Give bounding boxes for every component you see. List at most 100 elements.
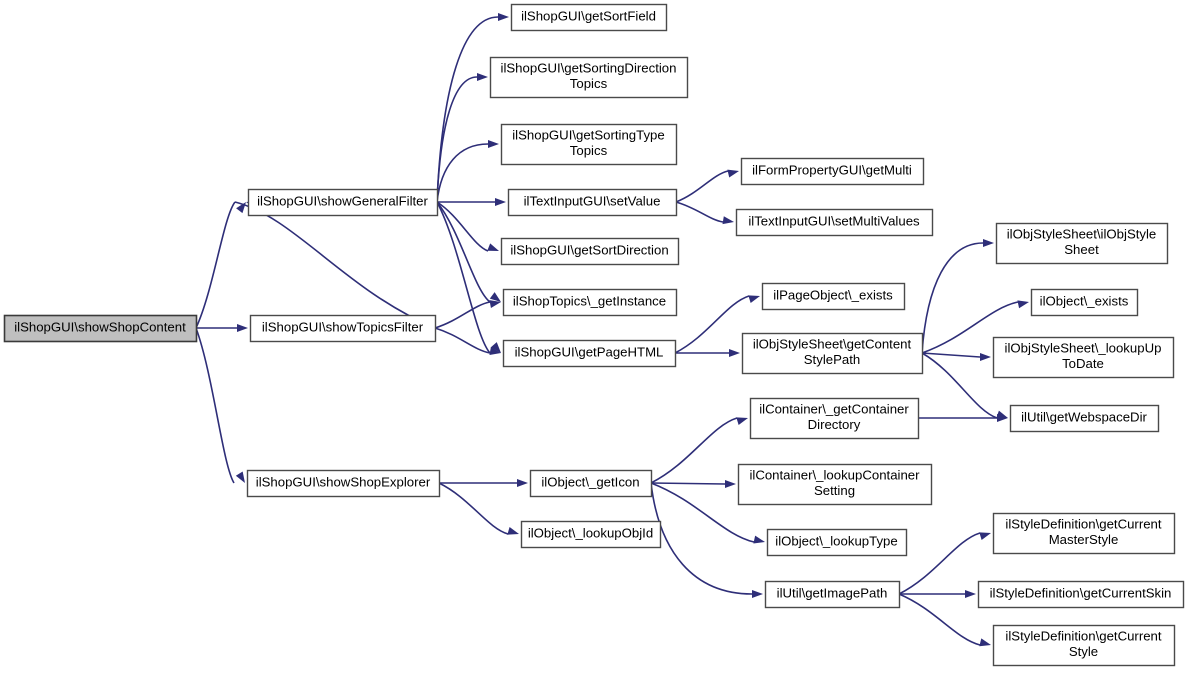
node-box-getCurrentMasterStyle[interactable] xyxy=(992,512,1176,555)
call-edge-getImagePath-to-getCurrentStyle xyxy=(898,593,981,646)
call-edge-showTopicsFilter-to-getPageHTML xyxy=(434,327,491,354)
node-showShopExplorer[interactable]: ilShopGUI\showShopExplorer xyxy=(246,469,441,498)
call-edge-getContentStylePath-to-ilObjStyleSheetCtor xyxy=(921,242,984,354)
node-box-objectExists[interactable] xyxy=(1030,288,1139,317)
node-label-getCurrentMasterStyle: MasterStyle xyxy=(1049,532,1119,547)
node-box-showShopExplorer[interactable] xyxy=(246,469,441,498)
call-edge-getIcon-to-getImagePath xyxy=(650,482,753,595)
node-box-lookupUpToDate[interactable] xyxy=(992,336,1175,379)
node-box-getIcon[interactable] xyxy=(529,469,653,498)
node-getPageHTML[interactable]: ilShopGUI\getPageHTML xyxy=(502,339,677,368)
arrowhead-showGeneralFilter-to-getSortDirection xyxy=(487,243,499,251)
node-label-ilObjStyleSheetCtor: ilObjStyleSheet\ilObjStyle xyxy=(1007,227,1157,242)
call-edge-showShopExplorer-to-lookupObjId xyxy=(438,482,509,535)
call-edge-showTopicsFilter-to-getInstance xyxy=(434,301,491,329)
call-edge-getContentStylePath-to-getWebspaceDir xyxy=(921,352,998,419)
node-getInstance[interactable]: ilShopTopics\_getInstance xyxy=(502,288,678,317)
node-box-showGeneralFilter[interactable] xyxy=(247,188,439,217)
node-getImagePath[interactable]: ilUtil\getImagePath xyxy=(764,580,901,609)
arrowhead-getPageHTML-to-getContentStylePath xyxy=(729,349,740,357)
node-showShopContent[interactable]: ilShopGUI\showShopContent xyxy=(3,314,198,343)
arrowhead-getPageHTML-to-pageObjectExists xyxy=(748,295,760,304)
node-getSortDirection[interactable]: ilShopGUI\getSortDirection xyxy=(500,237,680,266)
arrowhead-showShopExplorer-to-lookupObjId xyxy=(507,527,519,535)
node-showGeneralFilter[interactable]: ilShopGUI\showGeneralFilter xyxy=(247,188,439,217)
arrowhead-setValue-to-setMultiValues xyxy=(722,216,734,225)
node-objectExists[interactable]: ilObject\_exists xyxy=(1030,288,1139,317)
node-lookupObjId[interactable]: ilObject\_lookupObjId xyxy=(520,520,662,549)
call-edge-showGeneralFilter-to-getSortingDirectionTopics xyxy=(436,76,478,203)
arrowhead-showShopExplorer-to-getIcon xyxy=(517,479,528,487)
node-showTopicsFilter[interactable]: ilShopGUI\showTopicsFilter xyxy=(249,314,437,343)
node-box-getCurrentSkin[interactable] xyxy=(977,580,1185,609)
node-getSortField[interactable]: ilShopGUI\getSortField xyxy=(510,3,668,32)
node-label-getSortingDirectionTopics: ilShopGUI\getSortingDirection xyxy=(501,61,677,76)
node-box-getContentStylePath[interactable] xyxy=(741,332,924,375)
node-getCurrentSkin[interactable]: ilStyleDefinition\getCurrentSkin xyxy=(977,580,1185,609)
arrowhead-showTopicsFilter-to-getInstance xyxy=(489,300,501,308)
node-label-getContainerDirectory: Directory xyxy=(808,417,861,432)
node-box-getCurrentStyle[interactable] xyxy=(992,624,1176,667)
arrowhead-getContentStylePath-to-ilObjStyleSheetCtor xyxy=(983,239,994,247)
node-box-setValue[interactable] xyxy=(507,188,678,217)
node-box-getSortField[interactable] xyxy=(510,3,668,32)
node-box-pageObjectExists[interactable] xyxy=(761,282,906,311)
node-box-getWebspaceDir[interactable] xyxy=(1009,404,1160,433)
arrowhead-showGeneralFilter-to-getPageHTML xyxy=(490,342,501,353)
node-box-showTopicsFilter[interactable] xyxy=(249,314,437,343)
arrowhead-showTopicsFilter-to-getPageHTML xyxy=(489,347,501,355)
call-edge-getPageHTML-to-pageObjectExists xyxy=(674,295,750,354)
arrowhead-setValue-to-getMulti xyxy=(727,169,739,178)
node-box-setMultiValues[interactable] xyxy=(735,208,934,237)
node-label-showGeneralFilter: ilShopGUI\showGeneralFilter xyxy=(257,193,428,208)
node-label-showShopContent: ilShopGUI\showShopContent xyxy=(14,319,186,334)
node-box-getInstance[interactable] xyxy=(502,288,678,317)
arrowhead-getImagePath-to-getCurrentSkin xyxy=(965,590,976,598)
node-box-getSortDirection[interactable] xyxy=(500,237,680,266)
call-edge-showGeneralFilter-to-getSortingTypeTopics xyxy=(436,143,489,203)
node-getMulti[interactable]: ilFormPropertyGUI\getMulti xyxy=(740,157,925,186)
node-box-getImagePath[interactable] xyxy=(764,580,901,609)
node-box-getMulti[interactable] xyxy=(740,157,925,186)
node-box-lookupObjId[interactable] xyxy=(520,520,662,549)
node-ilObjStyleSheetCtor[interactable]: ilObjStyleSheet\ilObjStyleSheet xyxy=(995,222,1169,265)
node-setMultiValues[interactable]: ilTextInputGUI\setMultiValues xyxy=(735,208,934,237)
node-setValue[interactable]: ilTextInputGUI\setValue xyxy=(507,188,678,217)
arrowhead-getImagePath-to-getCurrentMasterStyle xyxy=(979,532,991,541)
node-label-getContainerDirectory: ilContainer\_getContainer xyxy=(759,402,909,417)
node-label-getContentStylePath: StylePath xyxy=(804,352,860,367)
call-edge-showGeneralFilter-to-getInstance xyxy=(436,201,491,303)
node-getWebspaceDir[interactable]: ilUtil\getWebspaceDir xyxy=(1009,404,1160,433)
node-box-getSortingTypeTopics[interactable] xyxy=(500,123,678,166)
node-box-showShopContent[interactable] xyxy=(3,314,198,343)
node-lookupType[interactable]: ilObject\_lookupType xyxy=(766,528,908,557)
node-box-ilObjStyleSheetCtor[interactable] xyxy=(995,222,1169,265)
node-box-getPageHTML[interactable] xyxy=(502,339,677,368)
node-box-getSortingDirectionTopics[interactable] xyxy=(489,56,689,99)
node-label-lookupUpToDate: ilObjStyleSheet\_lookupUp xyxy=(1005,341,1162,356)
arrowhead-getContainerDirectory-to-getWebspaceDir xyxy=(997,414,1008,422)
arrowhead-getImagePath-to-getCurrentStyle xyxy=(979,638,991,647)
call-edge-setValue-to-getMulti xyxy=(675,170,729,203)
node-box-lookupContainerSetting[interactable] xyxy=(737,463,933,506)
node-box-getContainerDirectory[interactable] xyxy=(749,397,920,440)
node-getIcon[interactable]: ilObject\_getIcon xyxy=(529,469,653,498)
node-box-lookupType[interactable] xyxy=(766,528,908,557)
node-label-getIcon: ilObject\_getIcon xyxy=(541,474,639,489)
call-edge-getContentStylePath-to-objectExists xyxy=(921,301,1019,354)
node-label-getCurrentSkin: ilStyleDefinition\getCurrentSkin xyxy=(990,585,1172,600)
node-label-setValue: ilTextInputGUI\setValue xyxy=(524,193,661,208)
node-pageObjectExists[interactable]: ilPageObject\_exists xyxy=(761,282,906,311)
node-label-lookupContainerSetting: Setting xyxy=(814,483,855,498)
node-label-pageObjectExists: ilPageObject\_exists xyxy=(773,287,893,302)
node-label-getSortDirection: ilShopGUI\getSortDirection xyxy=(510,242,668,257)
